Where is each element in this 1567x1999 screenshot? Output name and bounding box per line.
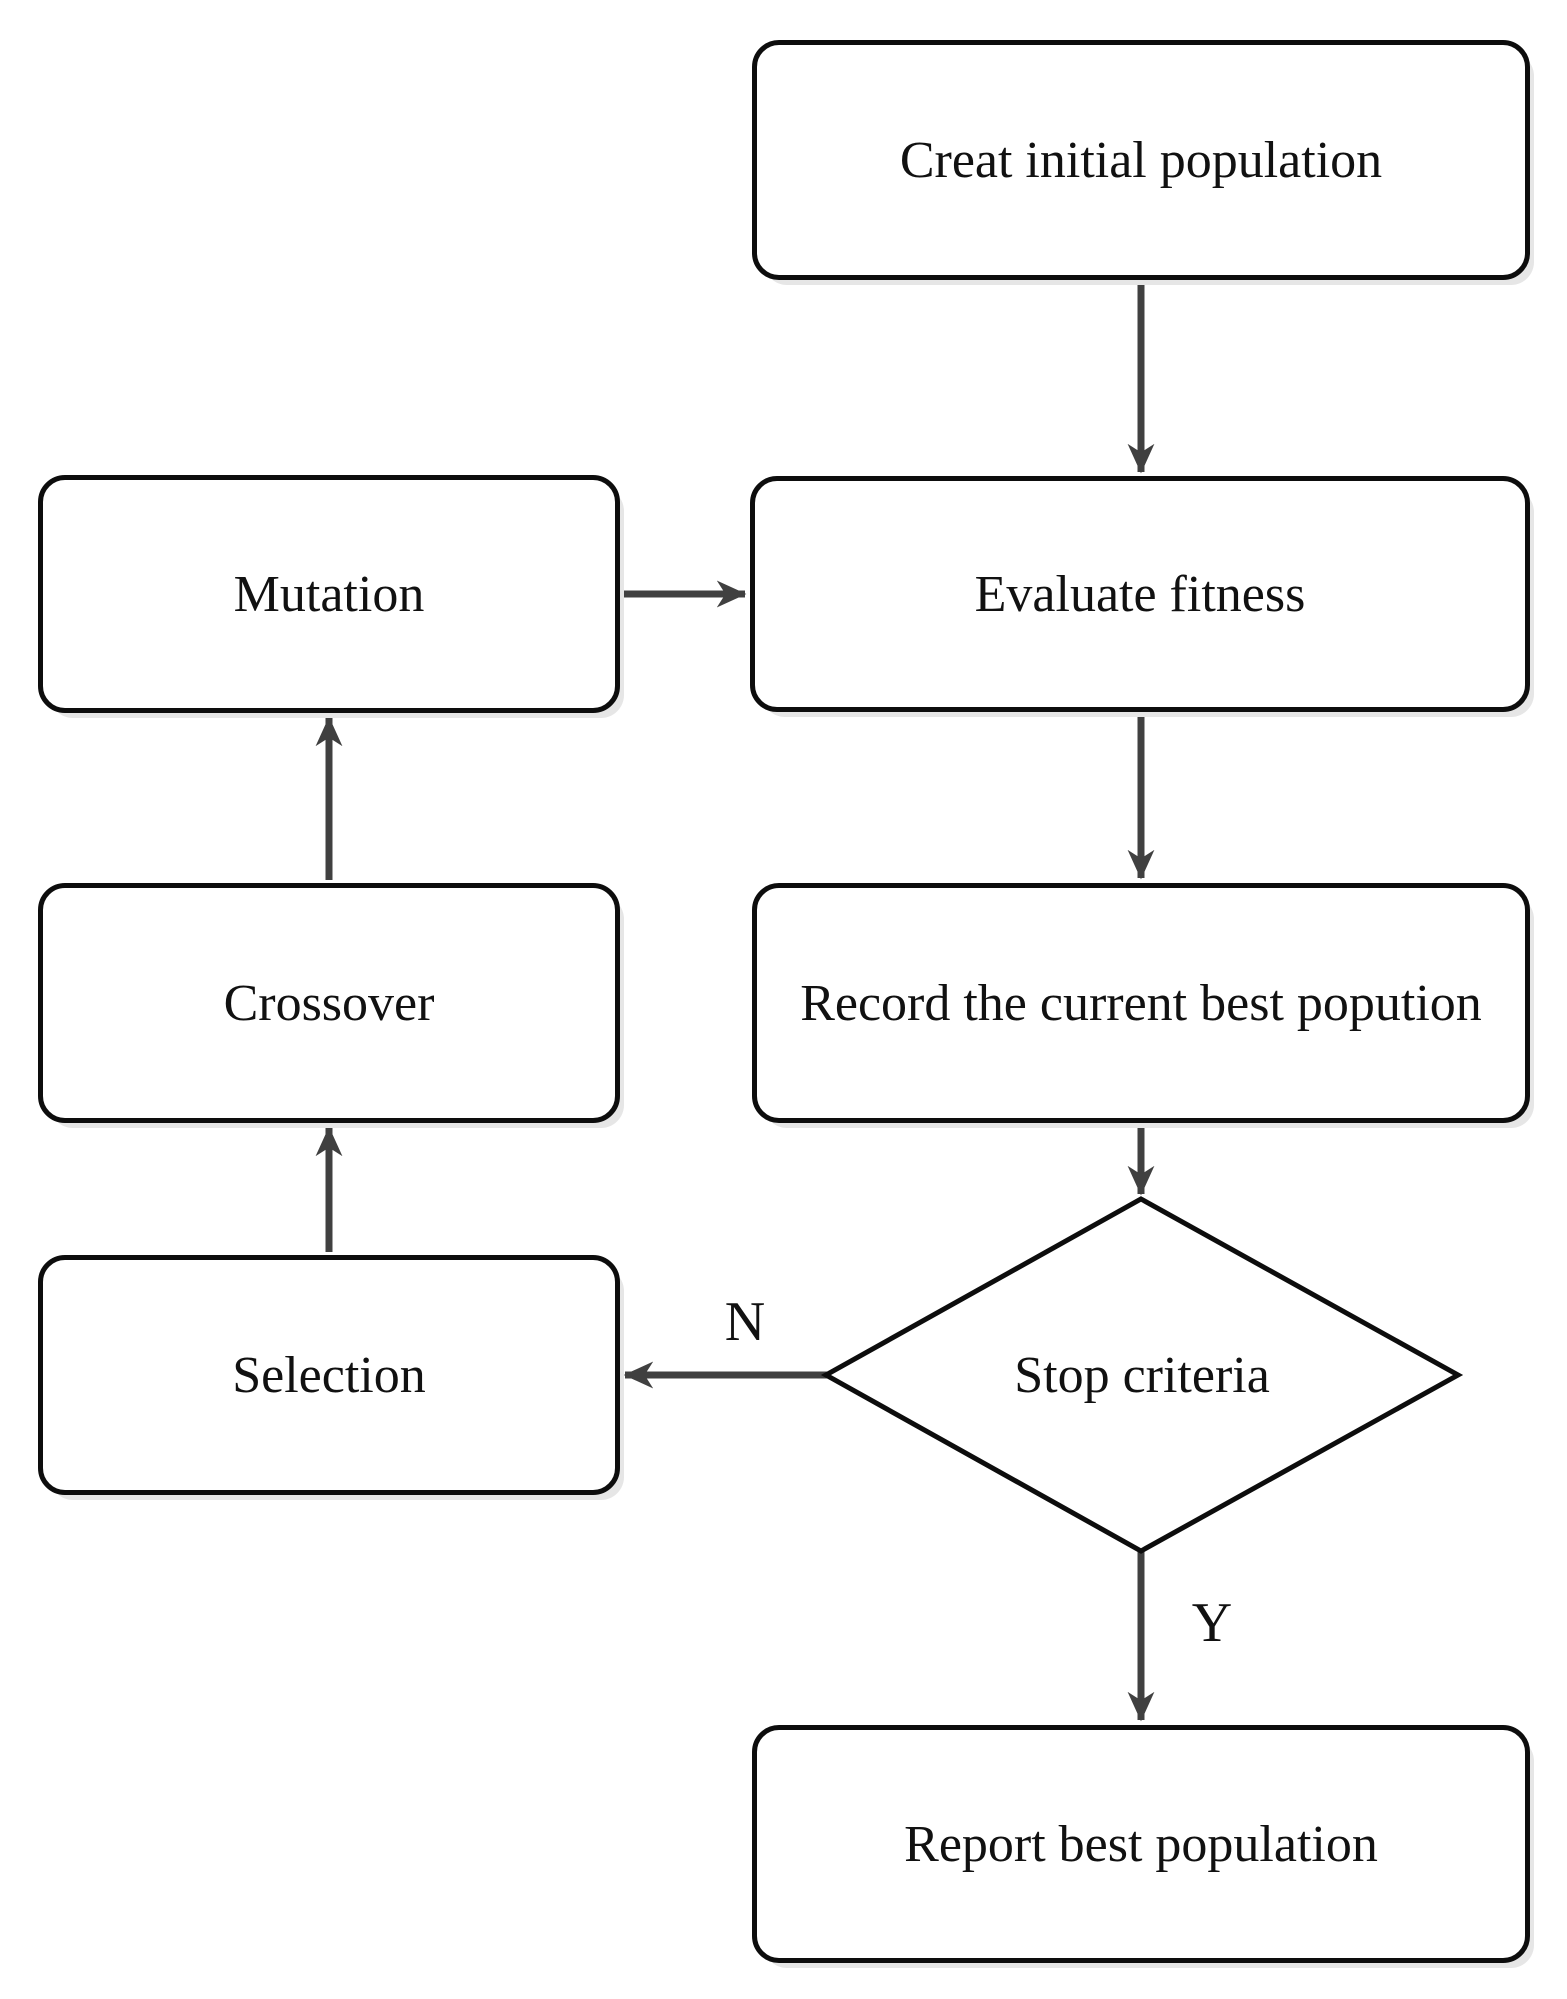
node-label: Creat initial population: [899, 131, 1383, 189]
branch-label-no: N: [724, 1291, 766, 1353]
decision-diamond-stop-criteria: [820, 1196, 1464, 1554]
node-label: Evaluate fitness: [974, 565, 1306, 623]
node-selection: Selection: [38, 1255, 620, 1495]
node-label: Crossover: [223, 974, 435, 1032]
node-label: Stop criteria: [1014, 1346, 1270, 1404]
decision-label-stop-criteria: Stop criteria: [892, 1325, 1392, 1425]
node-report-best-population: Report best population: [752, 1725, 1530, 1963]
node-mutation: Mutation: [38, 475, 620, 713]
node-label: Mutation: [233, 565, 425, 623]
node-create-initial-population: Creat initial population: [752, 40, 1530, 280]
node-label: Record the current best popution: [800, 974, 1482, 1032]
node-record-current-best: Record the current best popution: [752, 883, 1530, 1123]
node-label: Selection: [232, 1346, 426, 1404]
node-label: Report best population: [904, 1815, 1378, 1873]
node-evaluate-fitness: Evaluate fitness: [750, 476, 1530, 712]
branch-label-yes: Y: [1191, 1592, 1233, 1654]
node-crossover: Crossover: [38, 883, 620, 1123]
